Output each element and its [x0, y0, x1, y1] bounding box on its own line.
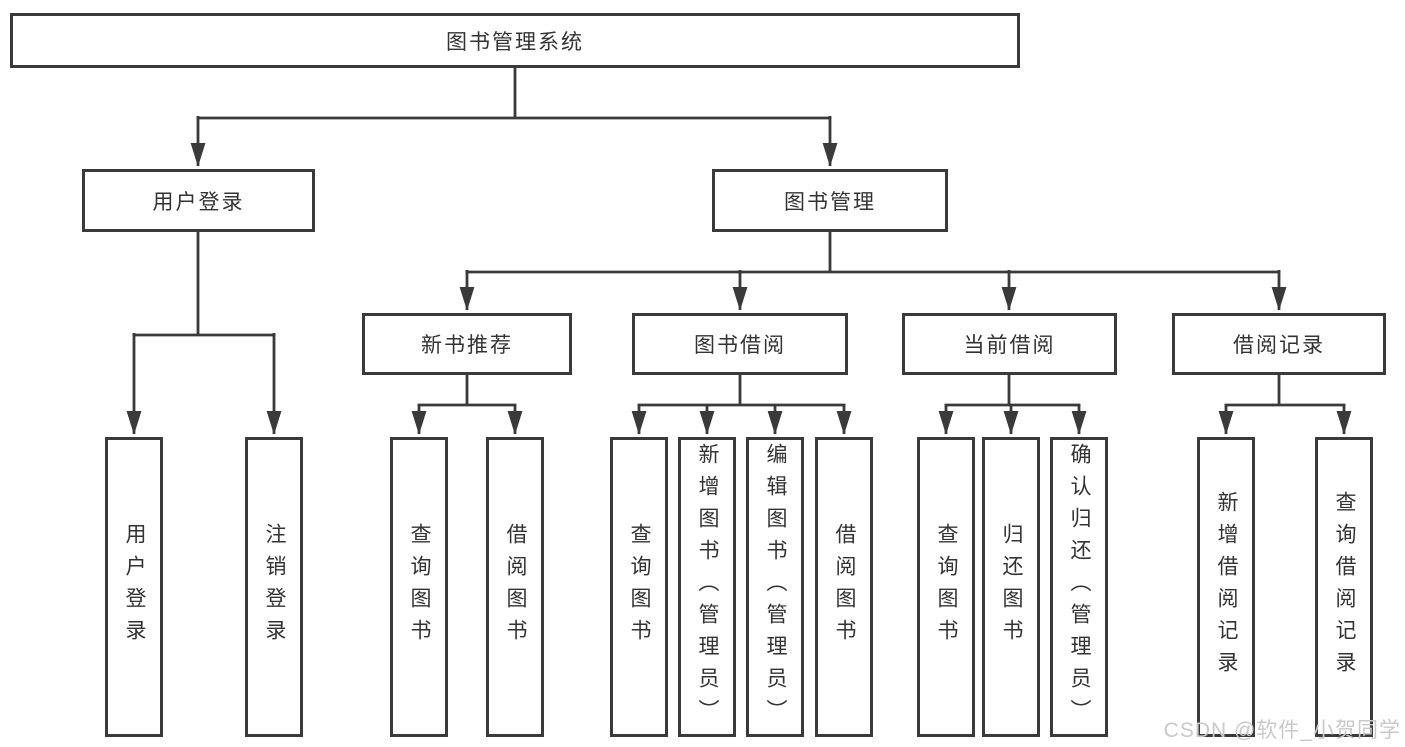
leaf-logout: 注销登录	[245, 437, 303, 737]
leaf-query-books-borrow: 查询图书	[610, 437, 668, 737]
leaf-add-borrow-record: 新增借阅记录	[1197, 437, 1255, 737]
leaf-user-login: 用户登录	[105, 437, 163, 737]
node-library-system: 图书管理系统	[10, 13, 1020, 68]
leaf-query-books-recommend: 查询图书	[390, 437, 448, 737]
leaf-edit-book-admin: 编辑图书（管理员）	[746, 437, 804, 737]
node-book-management: 图书管理	[712, 169, 948, 232]
leaf-borrow-books: 借阅图书	[815, 437, 873, 737]
node-book-borrow: 图书借阅	[632, 313, 848, 375]
node-new-book-recommend: 新书推荐	[362, 313, 572, 375]
csdn-watermark: CSDN @软件_小贺同学	[1163, 719, 1401, 742]
node-user-login: 用户登录	[82, 169, 315, 232]
leaf-query-borrow-record: 查询借阅记录	[1315, 437, 1373, 737]
leaf-query-books-current: 查询图书	[917, 437, 975, 737]
leaf-confirm-return-admin: 确认归还（管理员）	[1050, 437, 1108, 737]
leaf-add-book-admin: 新增图书（管理员）	[678, 437, 736, 737]
leaf-return-book: 归还图书	[982, 437, 1040, 737]
node-current-borrow: 当前借阅	[902, 313, 1117, 375]
leaf-borrow-books-recommend: 借阅图书	[486, 437, 544, 737]
node-borrow-records: 借阅记录	[1172, 313, 1386, 375]
